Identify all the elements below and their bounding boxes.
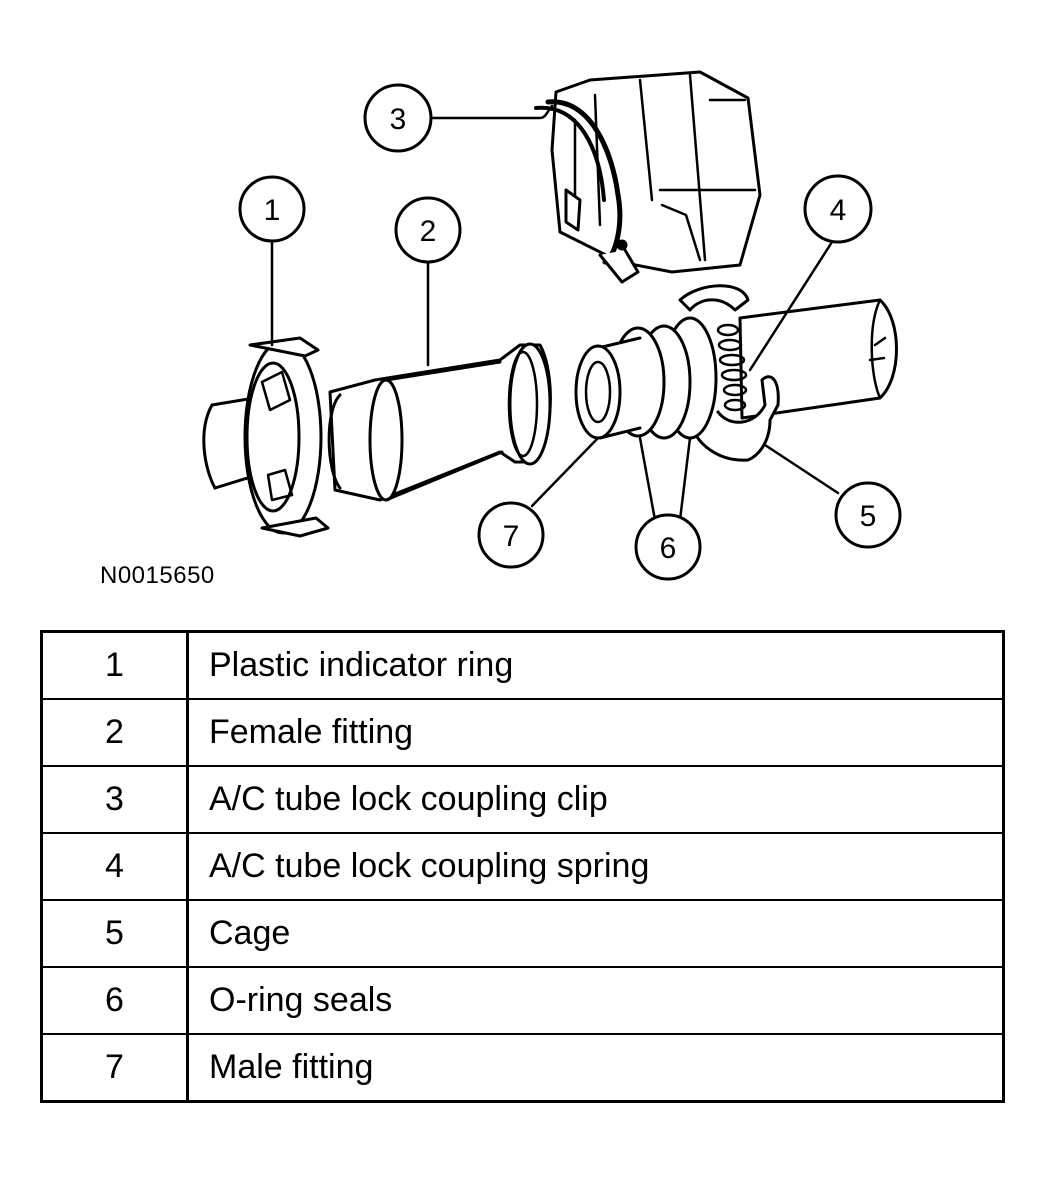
table-row: 1 Plastic indicator ring [40,630,1005,700]
callout-4: 4 [803,174,873,244]
callout-6: 6 [634,513,702,581]
legend-description: Male fitting [186,1033,1005,1103]
figure-id: N0015650 [100,562,215,589]
svg-text:2: 2 [420,215,437,248]
callout-1: 1 [238,175,306,243]
legend-number: 5 [40,899,189,968]
legend-number: 2 [40,698,189,767]
legend-number: 4 [40,832,189,901]
legend-description: Female fitting [186,698,1005,767]
table-row: 3 A/C tube lock coupling clip [40,765,1005,834]
legend-description: A/C tube lock coupling spring [186,832,1005,901]
table-row: 6 O-ring seals [40,966,1005,1035]
table-row: 7 Male fitting [40,1033,1005,1103]
legend-description: Cage [186,899,1005,968]
callout-3: 3 [363,83,433,153]
callout-2: 2 [394,196,462,264]
svg-text:4: 4 [830,194,847,227]
legend-description: A/C tube lock coupling clip [186,765,1005,834]
callout-7: 7 [477,501,545,569]
table-row: 5 Cage [40,899,1005,968]
svg-text:3: 3 [390,103,407,136]
svg-text:7: 7 [503,520,520,553]
male-fitting-drawing [574,284,898,462]
legend-number: 6 [40,966,189,1035]
legend-description: Plastic indicator ring [186,630,1005,700]
legend-number: 1 [40,630,189,700]
legend-number: 7 [40,1033,189,1103]
legend-table: 1 Plastic indicator ring 2 Female fittin… [40,630,1005,1103]
svg-text:6: 6 [660,532,677,565]
lock-coupling-clip-drawing [534,70,762,284]
legend-number: 3 [40,765,189,834]
svg-text:1: 1 [264,194,281,227]
leader-lines [270,104,840,522]
table-row: 2 Female fitting [40,698,1005,767]
female-fitting-drawing [202,336,552,538]
svg-text:5: 5 [860,500,877,533]
callout-5: 5 [834,481,902,549]
table-row: 4 A/C tube lock coupling spring [40,832,1005,901]
legend-description: O-ring seals [186,966,1005,1035]
exploded-diagram: 1 2 3 4 5 6 7 [202,70,902,581]
